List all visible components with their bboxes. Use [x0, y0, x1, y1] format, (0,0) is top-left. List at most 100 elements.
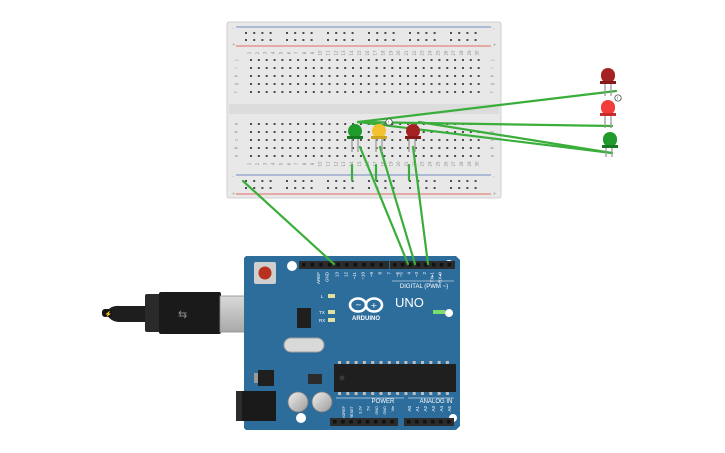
breadboard-hole[interactable] — [430, 139, 433, 141]
rail-hole[interactable] — [384, 39, 387, 41]
breadboard-hole[interactable] — [454, 91, 457, 93]
breadboard-hole[interactable] — [477, 155, 480, 157]
rail-hole[interactable] — [351, 32, 354, 34]
breadboard-hole[interactable] — [312, 67, 315, 69]
rail-hole[interactable] — [261, 32, 264, 34]
breadboard-hole[interactable] — [359, 83, 362, 85]
breadboard-hole[interactable] — [312, 147, 315, 149]
header-socket[interactable] — [439, 420, 443, 424]
breadboard-hole[interactable] — [265, 139, 268, 141]
breadboard-hole[interactable] — [454, 139, 457, 141]
header-socket[interactable] — [336, 263, 340, 267]
rail-hole[interactable] — [286, 180, 288, 182]
breadboard-hole[interactable] — [352, 155, 355, 157]
breadboard-hole[interactable] — [265, 59, 268, 61]
breadboard-hole[interactable] — [257, 59, 260, 61]
breadboard-hole[interactable] — [344, 139, 347, 141]
rail-hole[interactable] — [294, 32, 297, 34]
breadboard-hole[interactable] — [469, 139, 472, 141]
breadboard-hole[interactable] — [469, 75, 472, 77]
breadboard-hole[interactable] — [469, 83, 472, 85]
rail-hole[interactable] — [458, 39, 461, 41]
breadboard-hole[interactable] — [399, 75, 402, 77]
rail-hole[interactable] — [253, 187, 256, 189]
breadboard-hole[interactable] — [289, 83, 292, 85]
breadboard-hole[interactable] — [250, 139, 252, 141]
breadboard-hole[interactable] — [469, 147, 472, 149]
breadboard-hole[interactable] — [477, 139, 480, 141]
led-yellow-breadboard[interactable] — [371, 124, 387, 152]
wire-red-led-to-offboard-green[interactable] — [417, 120, 614, 155]
rail-hole[interactable] — [302, 39, 305, 41]
rail-hole[interactable] — [474, 187, 477, 189]
breadboard-hole[interactable] — [438, 91, 441, 93]
rail-hole[interactable] — [327, 32, 329, 34]
rail-hole[interactable] — [376, 32, 379, 34]
breadboard-hole[interactable] — [328, 67, 331, 69]
breadboard-hole[interactable] — [344, 131, 347, 133]
breadboard-hole[interactable] — [320, 75, 323, 77]
breadboard-hole[interactable] — [391, 91, 394, 93]
rail-hole[interactable] — [425, 187, 428, 189]
breadboard-hole[interactable] — [391, 83, 394, 85]
breadboard-hole[interactable] — [281, 139, 284, 141]
breadboard-hole[interactable] — [312, 139, 315, 141]
rail-hole[interactable] — [466, 180, 469, 182]
breadboard-hole[interactable] — [273, 155, 276, 157]
breadboard-hole[interactable] — [367, 91, 370, 93]
rail-hole[interactable] — [310, 32, 313, 34]
header-socket[interactable] — [341, 420, 345, 424]
breadboard-hole[interactable] — [320, 147, 323, 149]
rail-hole[interactable] — [310, 180, 313, 182]
rail-hole[interactable] — [458, 180, 461, 182]
breadboard-hole[interactable] — [297, 147, 300, 149]
breadboard-hole[interactable] — [336, 123, 339, 125]
breadboard-hole[interactable] — [375, 155, 378, 157]
breadboard-hole[interactable] — [250, 67, 252, 69]
breadboard-hole[interactable] — [304, 83, 307, 85]
breadboard-hole[interactable] — [281, 91, 284, 93]
breadboard-hole[interactable] — [422, 59, 425, 61]
breadboard-hole[interactable] — [312, 59, 315, 61]
breadboard-hole[interactable] — [477, 147, 480, 149]
rail-hole[interactable] — [343, 187, 346, 189]
breadboard-hole[interactable] — [304, 59, 307, 61]
breadboard-hole[interactable] — [430, 75, 433, 77]
breadboard-hole[interactable] — [297, 59, 300, 61]
breadboard-hole[interactable] — [367, 155, 370, 157]
breadboard-hole[interactable] — [312, 75, 315, 77]
breadboard-hole[interactable] — [383, 123, 386, 125]
breadboard-hole[interactable] — [320, 59, 323, 61]
rail-hole[interactable] — [335, 180, 338, 182]
led-green-breadboard[interactable] — [347, 124, 363, 152]
breadboard-hole[interactable] — [289, 123, 292, 125]
wire-yellow-led-to-pin4[interactable] — [378, 145, 417, 266]
rail-hole[interactable] — [351, 180, 354, 182]
wire-to-offboard-red-led[interactable] — [356, 89, 618, 124]
breadboard-hole[interactable] — [257, 91, 260, 93]
breadboard-hole[interactable] — [273, 123, 276, 125]
breadboard-hole[interactable] — [257, 155, 260, 157]
breadboard-hole[interactable] — [477, 91, 480, 93]
breadboard-hole[interactable] — [367, 139, 370, 141]
breadboard-hole[interactable] — [454, 83, 457, 85]
breadboard-hole[interactable] — [297, 139, 300, 141]
rail-hole[interactable] — [343, 180, 346, 182]
breadboard-hole[interactable] — [391, 67, 394, 69]
breadboard-hole[interactable] — [312, 123, 315, 125]
rail-hole[interactable] — [351, 39, 354, 41]
breadboard-hole[interactable] — [273, 139, 276, 141]
breadboard-hole[interactable] — [438, 67, 441, 69]
breadboard-hole[interactable] — [265, 91, 268, 93]
breadboard-hole[interactable] — [304, 91, 307, 93]
rail-hole[interactable] — [433, 187, 436, 189]
breadboard-hole[interactable] — [422, 75, 425, 77]
breadboard-hole[interactable] — [359, 155, 362, 157]
breadboard-hole[interactable] — [407, 83, 409, 85]
breadboard-hole[interactable] — [352, 83, 355, 85]
header-socket[interactable] — [349, 420, 353, 424]
breadboard-hole[interactable] — [289, 59, 292, 61]
breadboard-hole[interactable] — [367, 59, 370, 61]
usb-plug-body[interactable] — [159, 292, 221, 334]
